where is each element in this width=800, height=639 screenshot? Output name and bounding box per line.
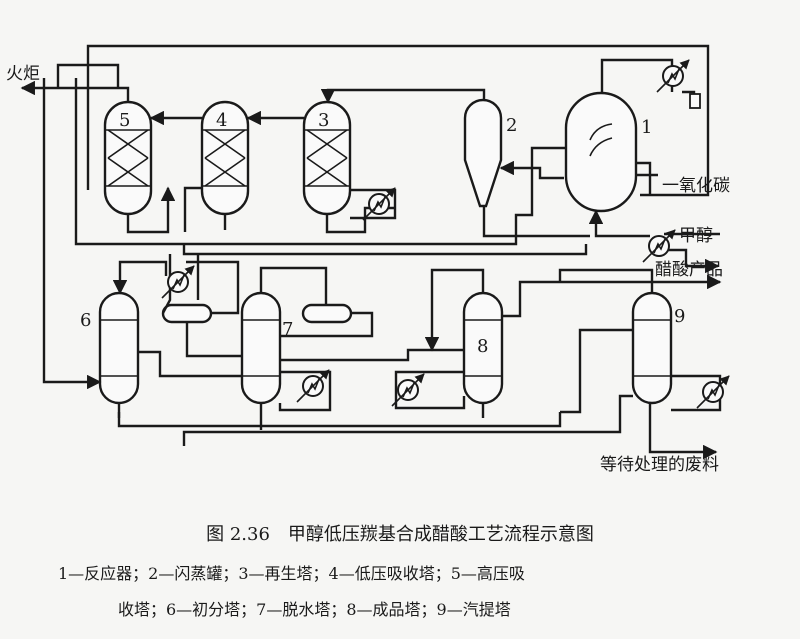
unit-number-4: 4 [216,110,227,131]
column-4-low-pressure-absorber [200,100,250,216]
column-3-regenerator [302,100,352,216]
unit-number-2: 2 [506,115,517,136]
process-flow-diagram: 火炬 一氧化碳 甲醇 醋酸产品 等待处理的废料 1 2 3 4 5 6 7 8 … [6,44,730,475]
unit-number-9: 9 [674,306,685,327]
reflux-drum-6 [161,303,213,324]
unit-number-1: 1 [641,117,652,138]
column-7-dehydration [240,291,282,405]
unit-number-5: 5 [119,110,130,131]
reboiler-7 [297,370,329,402]
unit-number-6: 6 [80,310,91,331]
label-methanol: 甲醇 [679,226,713,246]
column-9-stripper [631,291,673,405]
unit-number-8: 8 [477,336,488,357]
label-flare: 火炬 [6,64,40,84]
label-waste: 等待处理的废料 [600,455,719,475]
column-6-initial-separator [98,291,140,405]
unit-number-3: 3 [318,110,329,131]
legend-line-2: 收塔；6—初分塔；7—脱水塔；8—成品塔；9—汽提塔 [118,600,511,619]
label-acetic-acid-product: 醋酸产品 [655,260,723,280]
heat-exchanger-3 [363,188,395,220]
figure-caption: 图 2.36 甲醇低压羰基合成醋酸工艺流程示意图 [206,524,594,545]
flash-tank-2 [463,98,503,208]
reboiler-9 [697,376,729,408]
unit-number-7: 7 [282,319,293,340]
label-carbon-monoxide: 一氧化碳 [662,176,730,196]
reflux-drum-7 [301,303,353,324]
reactor-1 [564,91,638,213]
legend-line-1: 1—反应器；2—闪蒸罐；3—再生塔；4—低压吸收塔；5—高压吸 [58,564,525,583]
